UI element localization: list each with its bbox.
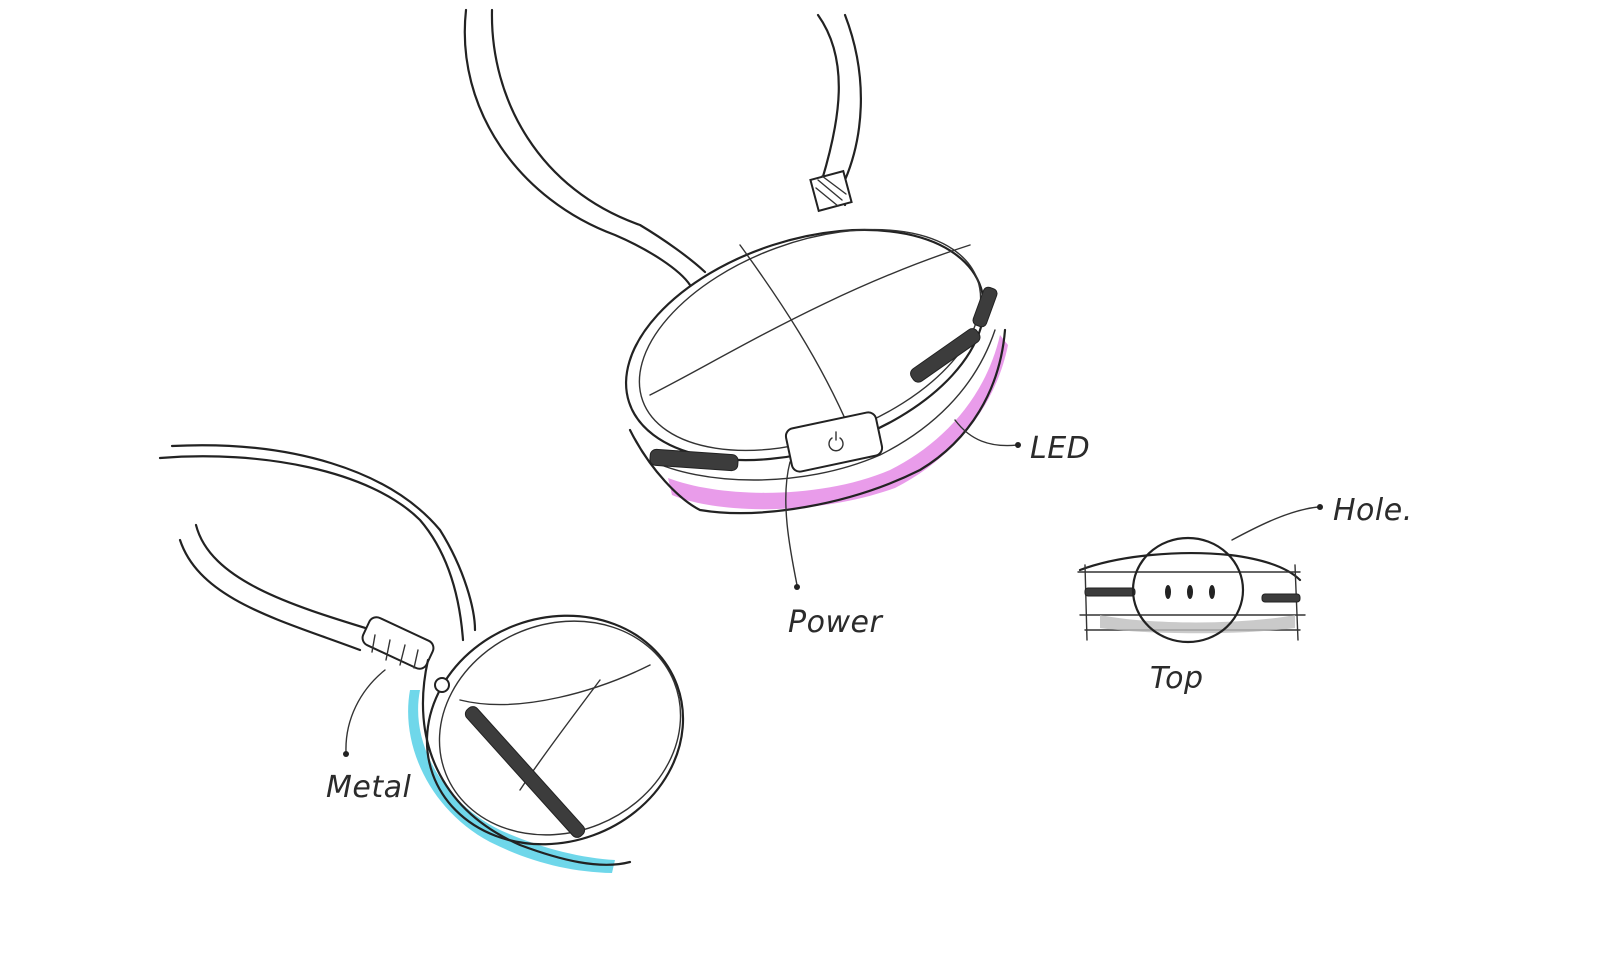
- label-power: Power: [788, 605, 883, 640]
- hole-1: [1165, 585, 1171, 599]
- side-slot-left: [1084, 587, 1136, 597]
- hole-3: [1209, 585, 1215, 599]
- device-rim-line: [649, 329, 996, 481]
- metal-collar: [361, 616, 435, 670]
- vent-slot-left: [649, 448, 739, 472]
- device-bottom-edge: [628, 328, 1007, 515]
- led-band-pink: [668, 335, 1008, 510]
- power-button: [784, 411, 884, 473]
- side-left-edge: [1084, 564, 1088, 641]
- metal-callout-dot: [343, 751, 349, 757]
- hole-circle: [1131, 536, 1245, 644]
- power-callout-dot: [794, 584, 800, 590]
- cord-4-outer: [178, 538, 362, 652]
- label-top: Top: [1150, 661, 1204, 696]
- device-3-shell-2: [438, 620, 682, 836]
- power-callout-line: [785, 461, 798, 586]
- led-callout-dot: [1015, 442, 1021, 448]
- cord-3-inner: [170, 444, 477, 632]
- hole-callout-dot: [1317, 504, 1323, 510]
- device-3-slot: [464, 706, 586, 838]
- device-3-side-edge: [421, 658, 632, 866]
- label-metal: Metal: [326, 770, 411, 805]
- cord-left-outer: [463, 8, 692, 287]
- cord-3-outer: [158, 455, 465, 642]
- label-led: LED: [1030, 431, 1090, 466]
- top-seam-horizontal: [649, 244, 971, 396]
- top-seam-vertical: [739, 244, 851, 431]
- cord-left-inner: [490, 8, 707, 274]
- metal-callout-line: [345, 669, 386, 753]
- device-3-button: [434, 677, 450, 693]
- power-icon: [828, 431, 844, 452]
- vent-slot-right: [910, 328, 981, 383]
- vent-slot-side: [972, 286, 998, 328]
- led-callout-line: [954, 419, 1019, 447]
- device-top-view: LED Power: [463, 8, 1090, 640]
- side-slot-right: [1261, 593, 1301, 603]
- side-shadow-band: [1100, 615, 1295, 634]
- cord-right-inner: [843, 13, 862, 207]
- hole-callout-line: [1231, 506, 1319, 541]
- hole-2: [1187, 585, 1193, 599]
- connector-hatching: [815, 175, 847, 207]
- side-top-edge: [1078, 552, 1302, 582]
- device-side-view: Hole. Top: [1077, 493, 1413, 696]
- collar-hatching: [371, 634, 419, 669]
- cord-right-outer: [816, 13, 840, 202]
- device-3-shell: [425, 614, 685, 846]
- label-hole: Hole.: [1333, 493, 1413, 528]
- cord-4-inner: [194, 523, 374, 632]
- device-angled-view: Metal: [158, 444, 685, 873]
- led-band-cyan: [408, 690, 615, 873]
- device-3-seam-2: [459, 664, 651, 706]
